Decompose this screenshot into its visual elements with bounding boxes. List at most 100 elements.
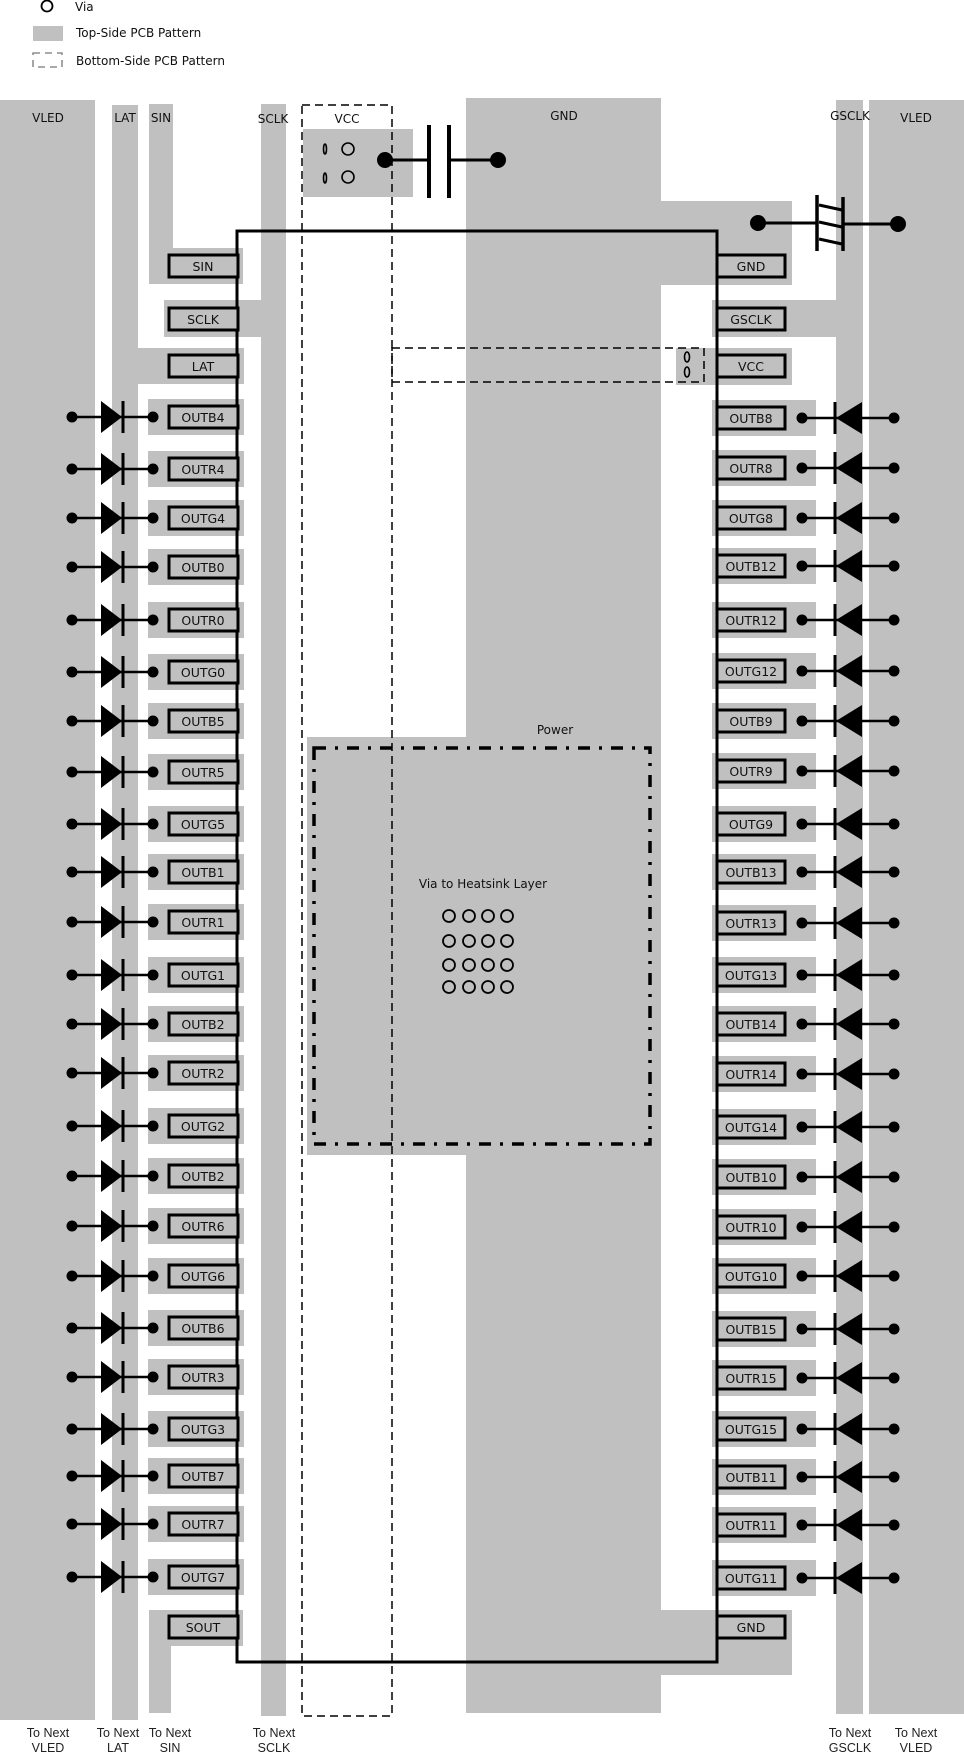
pin-label: OUTG15 [725, 1422, 777, 1437]
led-diode-icon [66, 551, 159, 583]
led-diode-icon [796, 808, 900, 840]
pin-box [715, 1316, 787, 1342]
led-diode-icon [66, 756, 159, 788]
pin-label: OUTR6 [181, 1219, 224, 1234]
heatsink-via-icon [481, 934, 495, 948]
left-pin-outb7: OUTB7 [66, 1460, 240, 1492]
right-pin-outr8: OUTR8 [715, 452, 900, 484]
pin-box [167, 1263, 240, 1289]
pin-label: OUTR0 [181, 613, 224, 628]
pin-label: GND [737, 1620, 766, 1635]
led-diode-icon [66, 1160, 159, 1192]
led-diode-icon [66, 1110, 159, 1142]
heatsink-via-icon [481, 980, 495, 994]
pin-box [715, 1061, 787, 1087]
pin-label: OUTG9 [729, 817, 773, 832]
pin-box [715, 1512, 787, 1538]
pin-label: OUTG8 [729, 511, 773, 526]
pin-label: OUTG6 [181, 1269, 225, 1284]
footer-label-line1: To Next [895, 1726, 938, 1740]
left-pin-lat: LAT [167, 353, 240, 379]
net-label-sclk: SCLK [258, 112, 290, 126]
pin-label: SOUT [186, 1620, 221, 1635]
led-diode-icon [796, 1111, 900, 1143]
right-pin-outg12: OUTG12 [715, 655, 900, 687]
led-diode-icon [66, 1561, 159, 1593]
footer-label-line2: SIN [160, 1741, 181, 1754]
led-diode-icon [796, 1562, 900, 1594]
pin-label: OUTB14 [725, 1017, 776, 1032]
pin-box [715, 1416, 787, 1442]
pin-box [715, 1011, 787, 1037]
pin-box [715, 708, 787, 734]
legend-bottom-label: Bottom-Side PCB Pattern [76, 54, 225, 68]
pin-label: LAT [192, 359, 215, 374]
right-pin-outb12: OUTB12 [715, 550, 900, 582]
pin-label: OUTB11 [725, 1470, 776, 1485]
power-pad [307, 737, 655, 1155]
pin-label: OUTB4 [181, 410, 224, 425]
left-pin-outg3: OUTG3 [66, 1413, 240, 1445]
footer-label-line2: VLED [32, 1741, 65, 1754]
footer-label-line2: VLED [900, 1741, 933, 1754]
pin-box [715, 962, 787, 988]
right-pin-outg13: OUTG13 [715, 959, 900, 991]
left-pin-outb0: OUTB0 [66, 551, 240, 583]
led-diode-icon [796, 705, 900, 737]
led-diode-icon [796, 655, 900, 687]
pin-box [167, 1416, 240, 1442]
pin-box [167, 1213, 240, 1239]
net-label-lat: LAT [114, 111, 136, 125]
pin-label: SCLK [187, 312, 220, 327]
left-pin-sout: SOUT [167, 1614, 240, 1640]
net-label-gnd: GND [550, 109, 578, 123]
pin-box [715, 811, 787, 837]
heatsink-via-array [442, 909, 514, 994]
heatsink-via-icon [462, 958, 476, 972]
via-icon [683, 366, 691, 378]
top-side-swatch-icon [33, 26, 63, 41]
led-diode-icon [796, 402, 900, 434]
gsclk-trace [836, 100, 863, 1714]
pin-box [715, 607, 787, 633]
pin-label: OUTG1 [181, 968, 225, 983]
sclk-trace [261, 104, 286, 1716]
right-pin-gsclk: GSCLK [715, 306, 787, 332]
pin-label: OUTB1 [181, 865, 224, 880]
right-pin-outb10: OUTB10 [715, 1161, 900, 1193]
led-diode-icon [66, 502, 159, 534]
pin-box [167, 456, 240, 482]
pin-box [715, 1565, 787, 1591]
pin-label: OUTR12 [725, 613, 776, 628]
sout-trace [149, 1610, 171, 1713]
led-diode-icon [66, 1508, 159, 1540]
pin-label: GND [737, 259, 766, 274]
right-pin-outg8: OUTG8 [715, 502, 900, 534]
left-pin-outr3: OUTR3 [66, 1361, 240, 1393]
heatsink-via-label: Via to Heatsink Layer [419, 877, 547, 891]
left-pin-outg1: OUTG1 [66, 959, 240, 991]
left-pin-outg2: OUTG2 [66, 1110, 240, 1142]
right-pin-outr15: OUTR15 [715, 1362, 900, 1394]
pin-box [715, 455, 787, 481]
right-pin-outr14: OUTR14 [715, 1058, 900, 1090]
heatsink-via-icon [462, 934, 476, 948]
led-diode-icon [796, 502, 900, 534]
pin-box [167, 1113, 240, 1139]
pin-label: OUTG10 [725, 1269, 777, 1284]
pin-box [167, 554, 240, 580]
left-pin-outb4: OUTB4 [66, 401, 240, 433]
right-pin-outr9: OUTR9 [715, 755, 900, 787]
led-diode-icon [796, 452, 900, 484]
left-pin-outg4: OUTG4 [66, 502, 240, 534]
via-legend-icon [40, 0, 54, 13]
net-label-vled-left: VLED [32, 111, 64, 125]
led-diode-icon [66, 401, 159, 433]
pin-label: OUTG14 [725, 1120, 777, 1135]
pin-label: OUTB10 [725, 1170, 776, 1185]
legend-top-label: Top-Side PCB Pattern [75, 26, 201, 40]
led-diode-icon [796, 1461, 900, 1493]
pin-label: OUTB2 [181, 1017, 224, 1032]
led-diode-icon [66, 453, 159, 485]
